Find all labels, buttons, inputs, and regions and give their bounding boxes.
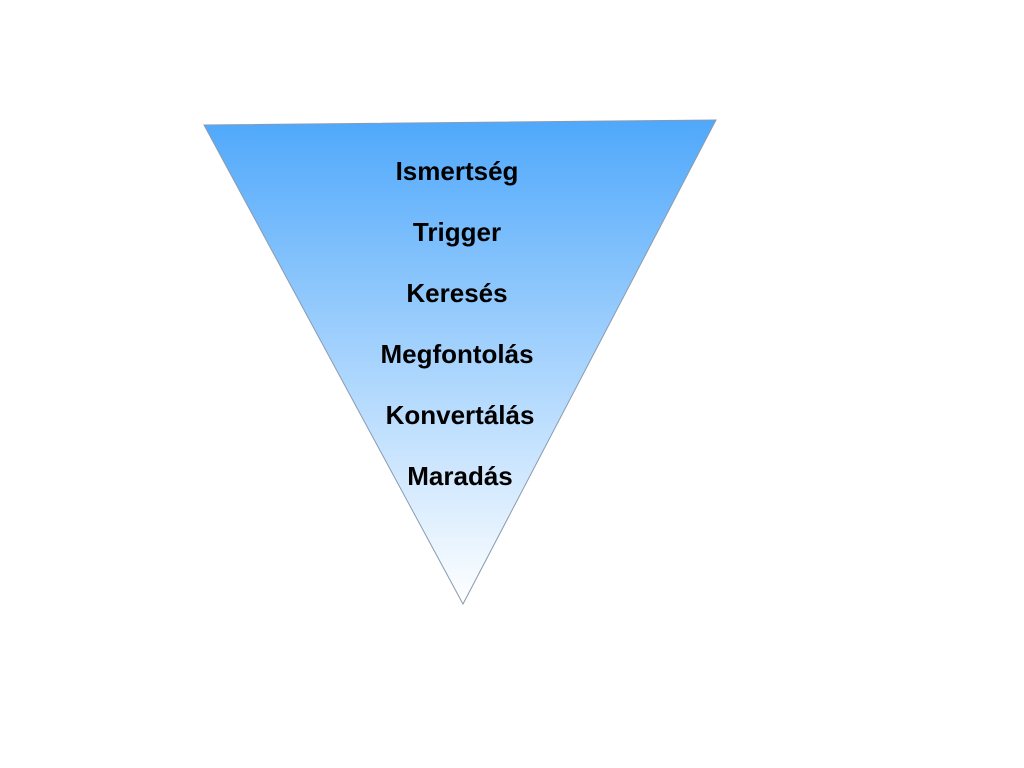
stage-label-trigger: Trigger xyxy=(412,217,502,247)
stage-label-maradas: Maradás xyxy=(407,461,513,491)
stage-label-kereses: Keresés xyxy=(406,278,508,308)
stage-label-ismertseg: Ismertség xyxy=(395,156,519,186)
stage-label-konvertalas: Konvertálás xyxy=(385,400,535,430)
stage-label-megfontolas: Megfontolás xyxy=(380,339,534,369)
funnel-triangle xyxy=(203,119,717,606)
